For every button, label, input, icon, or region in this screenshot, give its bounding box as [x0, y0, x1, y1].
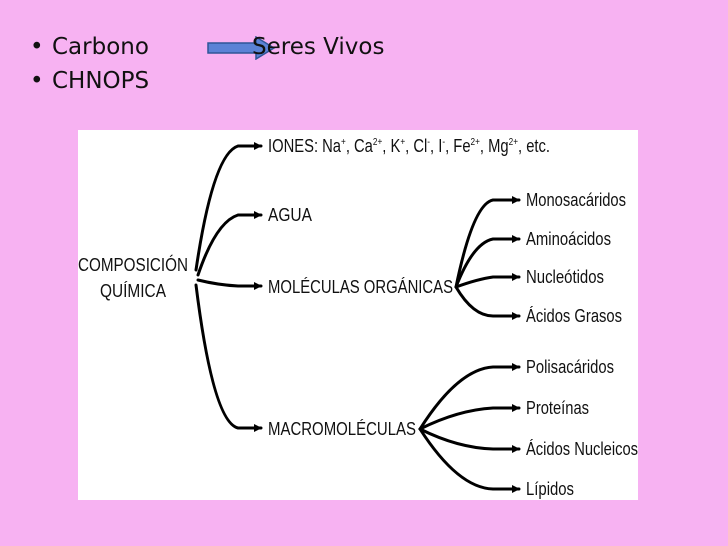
bullet-text: CHNOPS [52, 68, 150, 94]
branch-lipidos [418, 427, 521, 493]
ion-charge: - [442, 137, 445, 148]
ion-charge: 2+ [471, 137, 480, 148]
diagram-canvas: COMPOSICIÓN QUÍMICA IONES: Na+, Ca2+, K+… [78, 136, 638, 499]
root-label-line2: QUÍMICA [100, 281, 166, 301]
bullet-list: • Carbono Seres Vivos • CHNOPS [30, 30, 384, 98]
branch-moleculas [196, 278, 263, 290]
ion-charge: + [341, 137, 346, 148]
branch-agua [196, 211, 263, 277]
nucleotidos-label: Nucleótidos [526, 267, 604, 287]
arrow-target-text: Seres Vivos [252, 34, 385, 60]
branch-iones [194, 142, 263, 272]
bullet-text: Carbono [52, 34, 149, 60]
aminoacidos-label: Aminoácidos [526, 229, 611, 249]
proteinas-label: Proteínas [526, 398, 589, 418]
ion-symbol: Fe [453, 136, 470, 156]
bullet-icon: • [30, 34, 44, 60]
ion-symbol: K [390, 136, 400, 156]
polisacaridos-label: Polisacáridos [526, 357, 614, 377]
iones-label: IONES: Na+, Ca2+, K+, Cl-, I-, Fe2+, Mg2… [268, 136, 550, 156]
branch-macro [194, 283, 263, 432]
ion-charge: 2+ [509, 137, 518, 148]
branch-monosacaridos [454, 196, 521, 289]
composition-diagram: COMPOSICIÓN QUÍMICA IONES: Na+, Ca2+, K+… [78, 130, 638, 500]
branch-acidos-grasos [454, 285, 521, 320]
ion-symbol: Na [322, 136, 342, 156]
ion-symbol: Ca [354, 136, 374, 156]
monosacaridos-label: Monosacáridos [526, 190, 626, 210]
branch-proteinas [418, 404, 521, 431]
moleculas-organicas-label: MOLÉCULAS ORGÁNICAS [268, 277, 453, 297]
ion-symbol: Mg [488, 136, 509, 156]
branch-aminoacidos [454, 235, 521, 289]
agua-label: AGUA [268, 205, 312, 225]
macromoleculas-label: MACROMOLÉCULAS [268, 419, 416, 439]
branch-polisacaridos [418, 363, 521, 431]
bullet-icon: • [30, 68, 44, 94]
ion-symbol: I [438, 136, 442, 156]
ion-charge: - [427, 137, 430, 148]
bullet-item-chnops: • CHNOPS [30, 64, 149, 98]
acidos-grasos-label: Ácidos Grasos [526, 306, 622, 326]
lipidos-label: Lípidos [526, 479, 574, 499]
ion-symbol: Cl [413, 136, 427, 156]
root-label-line1: COMPOSICIÓN [78, 254, 188, 275]
ion-charge: 2+ [373, 137, 382, 148]
ion-charge: + [400, 137, 405, 148]
bullet-item-carbono: • Carbono Seres Vivos [30, 30, 384, 64]
branch-nucleotidos [454, 273, 521, 289]
right-arrow-icon [207, 36, 276, 60]
acidos-nucleicos-label: Ácidos Nucleicos [526, 439, 638, 459]
branch-acidos-nucleicos [418, 427, 521, 453]
